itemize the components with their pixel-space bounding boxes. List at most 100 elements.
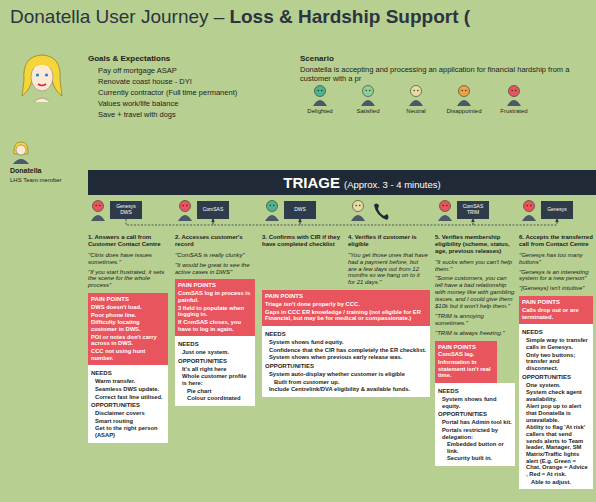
phase-duration: (Approx. 3 - 4 minutes) (344, 180, 441, 191)
page-title: Donatella User Journey –Loss & Hardship … (10, 6, 470, 28)
phase-name: TRIAGE (283, 174, 340, 191)
list-item: Warm transfer. (91, 378, 165, 385)
list-item: Correct fast line utilised. (91, 394, 165, 401)
person-body (409, 100, 423, 106)
member-avatar (10, 140, 32, 164)
needs-box: NEEDSSystem shows fund equity.Confidence… (262, 326, 430, 397)
person-head (180, 201, 191, 212)
list-item: Able to adjust. (522, 479, 590, 486)
flow-connector (473, 219, 557, 225)
step-title: 4. Verifies if customer is eligible (348, 234, 428, 248)
quote: "It would be great to see the active cas… (175, 262, 255, 276)
flow-connector (126, 219, 213, 225)
person-head (363, 86, 374, 97)
person-eye (183, 205, 184, 206)
quote: "You get those ones that have had a paym… (348, 252, 428, 286)
pain-item: Triage isn't done properly by CCC. (265, 301, 427, 308)
person-body (507, 100, 521, 106)
pain-item: ComSAS lag. (438, 351, 494, 358)
pain-item: DWS doesn't load. (91, 304, 165, 311)
persona-avatar (14, 50, 70, 106)
legend-label: Satisfied (348, 108, 388, 115)
quote: "ComSAS is really clunky" (175, 252, 255, 259)
legend-label: Delighted (300, 108, 340, 115)
list-item: System check agent availability. (522, 389, 590, 402)
list-item: Smart routing (91, 418, 165, 425)
section-heading: Scenario (300, 54, 400, 63)
list-item: Whole customer profile is here: (178, 373, 252, 386)
emotion-icon (507, 86, 521, 107)
box-heading: NEEDS (522, 329, 590, 336)
step-title: 3. Confirms with CIR if they have comple… (262, 234, 342, 248)
list-item: One system. (522, 382, 590, 389)
person-body (265, 215, 279, 221)
person-eye (369, 90, 370, 91)
box-heading: NEEDS (178, 341, 252, 348)
list-item: System shows fund equity. (438, 396, 512, 409)
person-head (93, 201, 104, 212)
person-head (411, 86, 422, 97)
box-heading: PAIN POINTS (265, 293, 427, 300)
list-item: Ability to flag 'At risk' callers that s… (522, 424, 590, 477)
section-heading: Goals & Expectations (88, 54, 238, 63)
flow-connector (300, 219, 473, 225)
pain-item: Gaps in CCC ER knowledge / training (not… (265, 309, 427, 322)
phase-band: TRIAGE (Approx. 3 - 4 minutes) (88, 170, 596, 195)
quote: "Genesys is an interesting system for a … (519, 269, 593, 283)
person-eye (527, 205, 528, 206)
list-item: Pie chart (178, 388, 252, 395)
pain-item: ComSAS log in process is painful. (178, 290, 252, 303)
needs-box: NEEDSSystem shows fund equity.OPPORTUNIT… (435, 383, 515, 466)
box-heading: PAIN POINTS (178, 282, 252, 289)
emotion-icon (361, 86, 375, 107)
list-item: Only two buttons; transfer and disconnec… (522, 352, 590, 372)
pain-item: 3 field to populate when logging in. (178, 305, 252, 318)
needs-box: NEEDSSimple way to transfer calls in Gen… (519, 324, 593, 489)
person-eye (515, 90, 516, 91)
person-eye (417, 90, 418, 91)
pain-item: CCC not using hunt number. (91, 348, 165, 361)
person-eye (186, 205, 187, 206)
person-eye (446, 205, 447, 206)
title-text: Donatella User Journey – (10, 6, 224, 27)
box-heading: OPPORTUNITIES (265, 363, 427, 370)
step-title: 6. Accepts the transferred call from Con… (519, 234, 593, 248)
person-eye (99, 205, 100, 206)
box-heading: PAIN POINTS (438, 344, 494, 351)
step-title: 2. Accesses customer's record (175, 234, 255, 248)
person-head (524, 201, 535, 212)
person-head (459, 86, 470, 97)
person-eye (414, 90, 415, 91)
legend-label: Frustrated (494, 108, 534, 115)
list-item: Get to the right person (ASAP) (91, 425, 165, 438)
person-body (313, 100, 327, 106)
goal-item: Currently contractor (Full time permanen… (98, 89, 288, 98)
pain-points-box: PAIN POINTSCalls drop out or are termina… (519, 296, 593, 324)
person-eye (356, 205, 357, 206)
emotion-icon (409, 86, 423, 107)
system-box: Genesys DWS (110, 201, 142, 219)
legend-label: Disappointed (444, 108, 484, 115)
person-body (178, 215, 192, 221)
emotion-icon (457, 86, 471, 107)
quote: "Genesys has too many buttons" (519, 252, 593, 266)
person-eye (366, 90, 367, 91)
step-title: 1. Answers a call from Customer Contact … (88, 234, 168, 248)
quote: "It sucks when you can't help them." (435, 259, 515, 273)
list-item: System shows fund equity. (265, 339, 427, 346)
goal-item: Pay off mortgage ASAP (98, 67, 288, 76)
list-item: System auto-display whether customer is … (265, 371, 427, 378)
person-eye (462, 90, 463, 91)
quote: "[Genesys] isn't intuitive" (519, 285, 593, 292)
needs-box: NEEDSJust one system.OPPORTUNITIESIt's a… (175, 336, 255, 406)
quote: "Some customers, you can tell have a bad… (435, 275, 515, 309)
box-heading: NEEDS (265, 331, 427, 338)
system-box: DWS (284, 201, 316, 219)
box-heading: OPPORTUNITIES (522, 374, 590, 381)
system-name: Genesys (547, 207, 567, 213)
person-eye (530, 205, 531, 206)
system-box: ComSAS (197, 201, 229, 219)
person-eye (359, 205, 360, 206)
system-name: DWS (294, 207, 306, 213)
